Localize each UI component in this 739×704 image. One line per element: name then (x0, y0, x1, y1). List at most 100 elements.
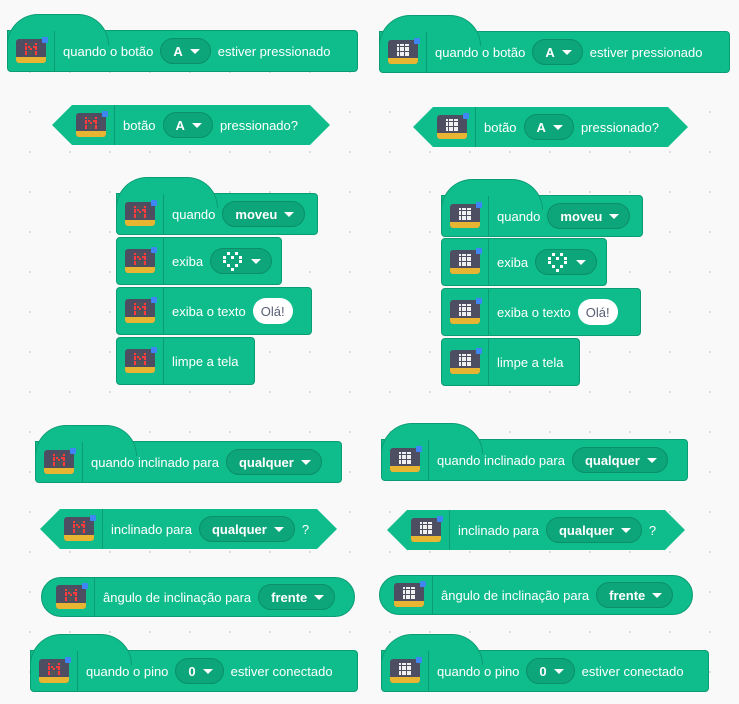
microbit-icon (450, 298, 482, 324)
tilt-angle-reporter-right[interactable]: ângulo de inclinação para frente (379, 575, 693, 615)
dropdown-value: A (536, 119, 546, 135)
icon-wrap (382, 440, 429, 480)
icon-wrap (382, 651, 429, 691)
when-tilted-block-left[interactable]: quando inclinado para qualquer (35, 425, 342, 483)
icon-wrap (437, 107, 476, 147)
microbit-icon (450, 248, 482, 274)
button-pressed-boolean-right[interactable]: botão A pressionado? (413, 107, 688, 147)
caret-down-icon (652, 592, 663, 598)
icon-wrap (8, 31, 55, 71)
clear-display-block-left[interactable]: limpe a tela (116, 337, 255, 385)
when-button-pressed-block-left[interactable]: quando o botão A estiver pressionado (7, 14, 358, 72)
display-text-block-right[interactable]: exiba o texto Olá! (441, 288, 641, 336)
block-label: inclinado para (111, 521, 192, 537)
tilt-direction-dropdown[interactable]: qualquer (225, 449, 322, 475)
tilt-direction-dropdown[interactable]: qualquer (571, 447, 668, 473)
tilt-angle-reporter-left[interactable]: ângulo de inclinação para frente (41, 577, 355, 617)
microbit-red-icon (39, 657, 71, 683)
microbit-red-icon (125, 297, 157, 323)
when-moved-block-left[interactable]: quando moveu (116, 177, 318, 235)
tilted-boolean-left[interactable]: inclinado para qualquer ? (40, 509, 337, 549)
icon-wrap (442, 289, 489, 335)
caret-down-icon (561, 49, 572, 55)
caret-down-icon (251, 258, 262, 264)
tilt-direction-dropdown[interactable]: frente (596, 582, 674, 608)
block-label: ângulo de inclinação para (441, 587, 590, 603)
block-label: exiba o texto (497, 304, 571, 320)
when-pin-connected-block-right[interactable]: quando o pino 0 estiver conectado (381, 634, 709, 692)
gesture-dropdown[interactable]: moveu (222, 201, 306, 227)
caret-down-icon (192, 123, 202, 128)
tilted-boolean-right[interactable]: inclinado para qualquer ? (387, 510, 685, 550)
gesture-dropdown[interactable]: moveu (547, 203, 631, 229)
block-label: quando (172, 206, 216, 222)
dropdown-value: moveu (560, 208, 603, 224)
tilt-direction-dropdown[interactable]: frente (258, 584, 336, 610)
caret-down-icon (314, 594, 325, 600)
display-block-right[interactable]: exiba (441, 238, 607, 286)
caret-down-icon (553, 668, 564, 674)
matrix-dropdown[interactable] (210, 248, 273, 274)
dropdown-value: frente (271, 589, 308, 605)
dropdown-value: qualquer (238, 454, 294, 470)
block-label: quando o pino (437, 663, 520, 679)
dropdown-value: qualquer (584, 452, 640, 468)
block-label: quando o botão (63, 43, 154, 59)
button-dropdown[interactable]: A (532, 39, 583, 65)
pin-dropdown[interactable]: 0 (175, 658, 224, 684)
button-pressed-boolean-left[interactable]: botão A pressionado? (52, 105, 330, 145)
block-label: quando o botão (435, 44, 526, 60)
microbit-red-icon (16, 37, 48, 63)
icon-wrap (442, 339, 489, 385)
when-pin-connected-block-left[interactable]: quando o pino 0 estiver conectado (30, 634, 358, 692)
matrix-dropdown[interactable] (535, 249, 598, 275)
dropdown-value: qualquer (211, 521, 267, 537)
caret-down-icon (609, 213, 620, 219)
microbit-red-icon (125, 347, 157, 373)
block-label: botão (123, 117, 156, 133)
microbit-red-icon (56, 583, 88, 609)
caret-down-icon (284, 211, 295, 217)
block-label: inclinado para (458, 522, 539, 538)
block-label: exiba (497, 254, 529, 270)
when-tilted-block-right[interactable]: quando inclinado para qualquer (381, 423, 688, 481)
tilt-direction-dropdown[interactable]: qualquer (199, 516, 295, 542)
block-label: ? (301, 521, 310, 537)
icon-wrap (117, 238, 164, 284)
when-button-pressed-block-right[interactable]: quando o botão A estiver pressionado (379, 15, 730, 73)
dropdown-value: 0 (188, 663, 196, 679)
block-label: ? (648, 522, 657, 538)
pin-dropdown[interactable]: 0 (526, 658, 575, 684)
text-input[interactable]: Olá! (577, 299, 618, 325)
dropdown-value: frente (609, 587, 646, 603)
caret-down-icon (553, 125, 563, 130)
text-input[interactable]: Olá! (252, 298, 293, 324)
display-text-block-left[interactable]: exiba o texto Olá! (116, 287, 312, 335)
block-label: estiver pressionado (217, 43, 331, 59)
icon-wrap (117, 338, 164, 384)
microbit-icon (388, 38, 420, 64)
dropdown-value: A (545, 44, 555, 60)
clear-display-block-right[interactable]: limpe a tela (441, 338, 580, 386)
button-dropdown[interactable]: A (524, 114, 574, 140)
block-label: estiver pressionado (589, 44, 703, 60)
microbit-icon (450, 202, 482, 228)
caret-down-icon (274, 527, 284, 532)
microbit-icon (394, 581, 426, 607)
tilt-direction-dropdown[interactable]: qualquer (546, 517, 642, 543)
button-dropdown[interactable]: A (160, 38, 211, 64)
button-dropdown[interactable]: A (163, 112, 213, 138)
block-label: quando o pino (86, 663, 169, 679)
block-label: quando (497, 208, 541, 224)
dropdown-value: 0 (539, 663, 547, 679)
microbit-red-icon (44, 448, 76, 474)
block-label: exiba o texto (172, 303, 246, 319)
block-label: limpe a tela (172, 353, 239, 369)
caret-down-icon (621, 528, 631, 533)
when-moved-block-right[interactable]: quando moveu (441, 179, 643, 237)
block-label: pressionado? (219, 117, 298, 133)
icon-wrap (64, 509, 103, 549)
caret-down-icon (202, 668, 213, 674)
caret-down-icon (646, 457, 657, 463)
display-block-left[interactable]: exiba (116, 237, 282, 285)
